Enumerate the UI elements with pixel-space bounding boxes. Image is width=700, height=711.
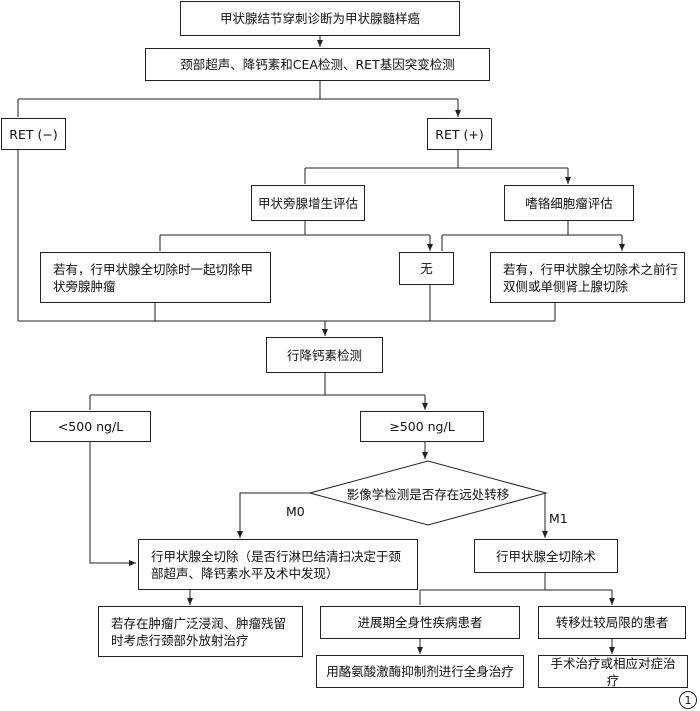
page-marker: 1 xyxy=(679,691,697,709)
node-imaging-decision: 影像学检测是否存在远处转移 xyxy=(346,487,510,502)
edge-imaging-m0 xyxy=(237,492,310,538)
node-tki-therapy: 用酪氨酸激酶抑制剂进行全身治疗 xyxy=(316,655,524,688)
decision-diamond xyxy=(308,460,548,526)
node-ret-negative: RET (−) xyxy=(1,118,66,150)
node-local-metastasis: 转移灶较局限的患者 xyxy=(538,606,686,639)
node-total-thyroidectomy-m1: 行甲状腺全切除术 xyxy=(474,539,618,573)
edge-m1-split xyxy=(419,573,612,605)
node-ret-positive: RET (+) xyxy=(427,118,492,150)
node-pheo-result: 若有，行甲状腺全切除术之前行双侧或单侧肾上腺切除 xyxy=(490,252,685,303)
node-lt-500: <500 ng/L xyxy=(30,411,151,442)
node-none: 无 xyxy=(399,252,454,285)
edge-label-m1: M1 xyxy=(549,511,568,526)
node-start: 甲状腺结节穿刺诊断为甲状腺髓样癌 xyxy=(180,1,460,36)
edge-calc-split xyxy=(89,373,425,410)
node-surgery-or-symptomatic: 手术治疗或相应对症治疗 xyxy=(538,655,688,688)
node-calcitonin-test: 行降钙素检测 xyxy=(266,337,383,373)
node-pheo-eval: 嗜铬细胞瘤评估 xyxy=(504,185,634,221)
node-systemic-disease: 进展期全身性疾病患者 xyxy=(320,606,520,639)
node-parathyroid-eval: 甲状旁腺增生评估 xyxy=(251,185,365,221)
node-tests: 颈部超声、降钙素和CEA检测、RET基因突变检测 xyxy=(145,48,490,81)
edge-label-m0: M0 xyxy=(286,504,305,519)
edge-merge xyxy=(17,150,556,336)
edge-tests-split xyxy=(17,81,458,117)
edge-ret-pos-split xyxy=(304,150,568,184)
node-external-radiotherapy: 若存在肿瘤广泛浸润、肿瘤残留时考虑行颈部外放射治疗 xyxy=(98,606,303,657)
node-ge-500: ≥500 ng/L xyxy=(360,411,484,442)
edge-pheo-split xyxy=(441,221,622,251)
edge-para-split xyxy=(159,221,430,251)
node-parathyroid-result: 若有，行甲状腺全切除时一起切除甲状旁腺肿瘤 xyxy=(40,252,271,303)
edge-lt500-total xyxy=(89,442,136,566)
node-total-thyroidectomy-m0: 行甲状腺全切除（是否行淋巴结清扫决定于颈部超声、降钙素水平及术中发现） xyxy=(138,539,418,590)
